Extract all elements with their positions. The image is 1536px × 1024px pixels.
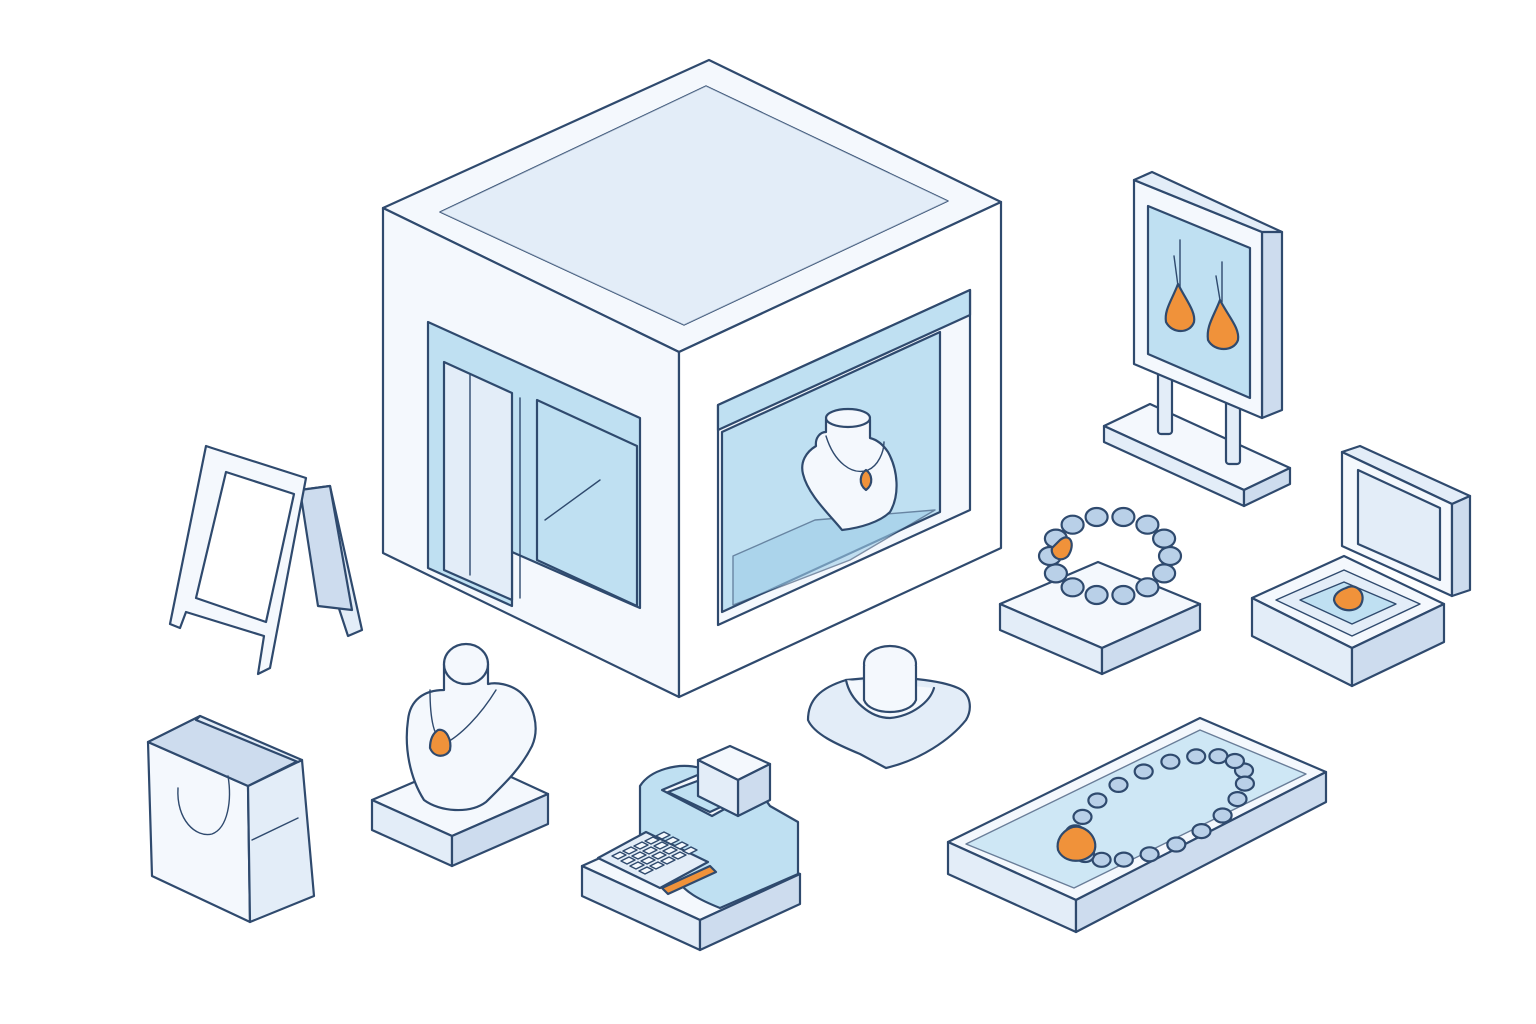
register-key — [642, 846, 658, 855]
register-key — [640, 856, 656, 865]
shopping-bag-side — [246, 758, 316, 924]
necklace-bead — [1234, 775, 1256, 792]
board-side-panel — [298, 484, 354, 612]
register-key — [682, 846, 698, 855]
register-key — [638, 866, 654, 875]
register-key — [631, 851, 647, 860]
necklace-bead — [1091, 851, 1112, 868]
necklace-bead — [1108, 776, 1129, 794]
necklace-bead — [1224, 752, 1246, 770]
necklace-bust-display — [370, 642, 550, 868]
bracelet-bead — [1111, 506, 1136, 528]
register-key — [651, 851, 667, 860]
ring-holder-base — [806, 676, 971, 770]
necklace-display-tray — [946, 716, 1328, 934]
shop-window-shelf — [732, 509, 936, 606]
register-key — [633, 841, 649, 850]
bracelet-bead — [1151, 528, 1177, 549]
bracelet-bead — [1157, 545, 1183, 567]
register-key — [622, 846, 638, 855]
bracelet-bead — [1135, 514, 1160, 535]
shop-window-display — [716, 288, 972, 627]
necklace-bead — [1072, 808, 1093, 826]
necklace-bead — [1166, 836, 1187, 853]
shopping-bag — [146, 714, 316, 924]
bracelet-bead — [1151, 563, 1177, 584]
necklace-tray-inset — [965, 729, 1307, 889]
register-key — [655, 831, 671, 840]
necklace-bead — [1212, 807, 1233, 824]
bracelet-charm-icon — [1050, 536, 1073, 561]
necklace-bead — [1227, 790, 1248, 808]
bracelet-bead — [1084, 584, 1109, 606]
bracelet-bead — [1111, 584, 1136, 606]
ring-gem-icon — [1332, 585, 1364, 612]
register-key — [649, 861, 665, 870]
register-key — [644, 836, 660, 845]
necklace-bead — [1133, 763, 1154, 780]
store-roof-well — [440, 86, 948, 325]
necklace-bead — [1186, 748, 1207, 765]
bracelet-bead — [1084, 506, 1109, 528]
necklace-bust — [405, 662, 537, 812]
bracelet-bead — [1043, 563, 1069, 584]
bracelet-bead — [1135, 577, 1160, 598]
bracelet-bead — [1060, 577, 1085, 598]
ring-box — [1250, 444, 1472, 688]
earring-left-icon — [1164, 282, 1196, 333]
register-key — [671, 851, 687, 860]
register-key — [662, 846, 678, 855]
necklace-bead — [1113, 851, 1134, 868]
necklace-bead — [1160, 753, 1181, 770]
register-keys — [611, 831, 698, 875]
necklace-bead — [1191, 822, 1212, 840]
register-key — [673, 841, 689, 850]
register-key — [620, 856, 636, 865]
earring-right-icon — [1206, 298, 1240, 351]
necklace-bead — [1139, 846, 1160, 863]
register-card-slot-icon — [660, 864, 718, 896]
register-key — [611, 851, 627, 860]
register-key — [660, 856, 676, 865]
bracelet-display-stand — [998, 506, 1202, 676]
bracelet-bead — [1060, 514, 1085, 535]
register-key — [664, 836, 680, 845]
register-key — [653, 841, 669, 850]
cash-register — [580, 744, 802, 952]
bracelet-beads — [1037, 506, 1183, 606]
earring-display-sign — [1102, 170, 1292, 508]
store-door-left-panel — [442, 360, 514, 602]
window-bust — [801, 410, 898, 532]
register-key — [629, 861, 645, 870]
ring-cushion-holder — [806, 644, 971, 770]
store-door-glass — [535, 398, 639, 608]
jewelry-store-building — [381, 58, 1003, 699]
necklace-bead — [1208, 748, 1229, 765]
window-pendant-icon — [859, 468, 873, 492]
necklace-bead — [1087, 792, 1108, 809]
bust-pendant-icon — [428, 728, 452, 757]
sandwich-board-sign — [168, 444, 364, 676]
board-blank-panel — [194, 470, 296, 624]
shop-window-awning — [716, 288, 972, 432]
tray-pendant-icon — [1056, 825, 1097, 862]
